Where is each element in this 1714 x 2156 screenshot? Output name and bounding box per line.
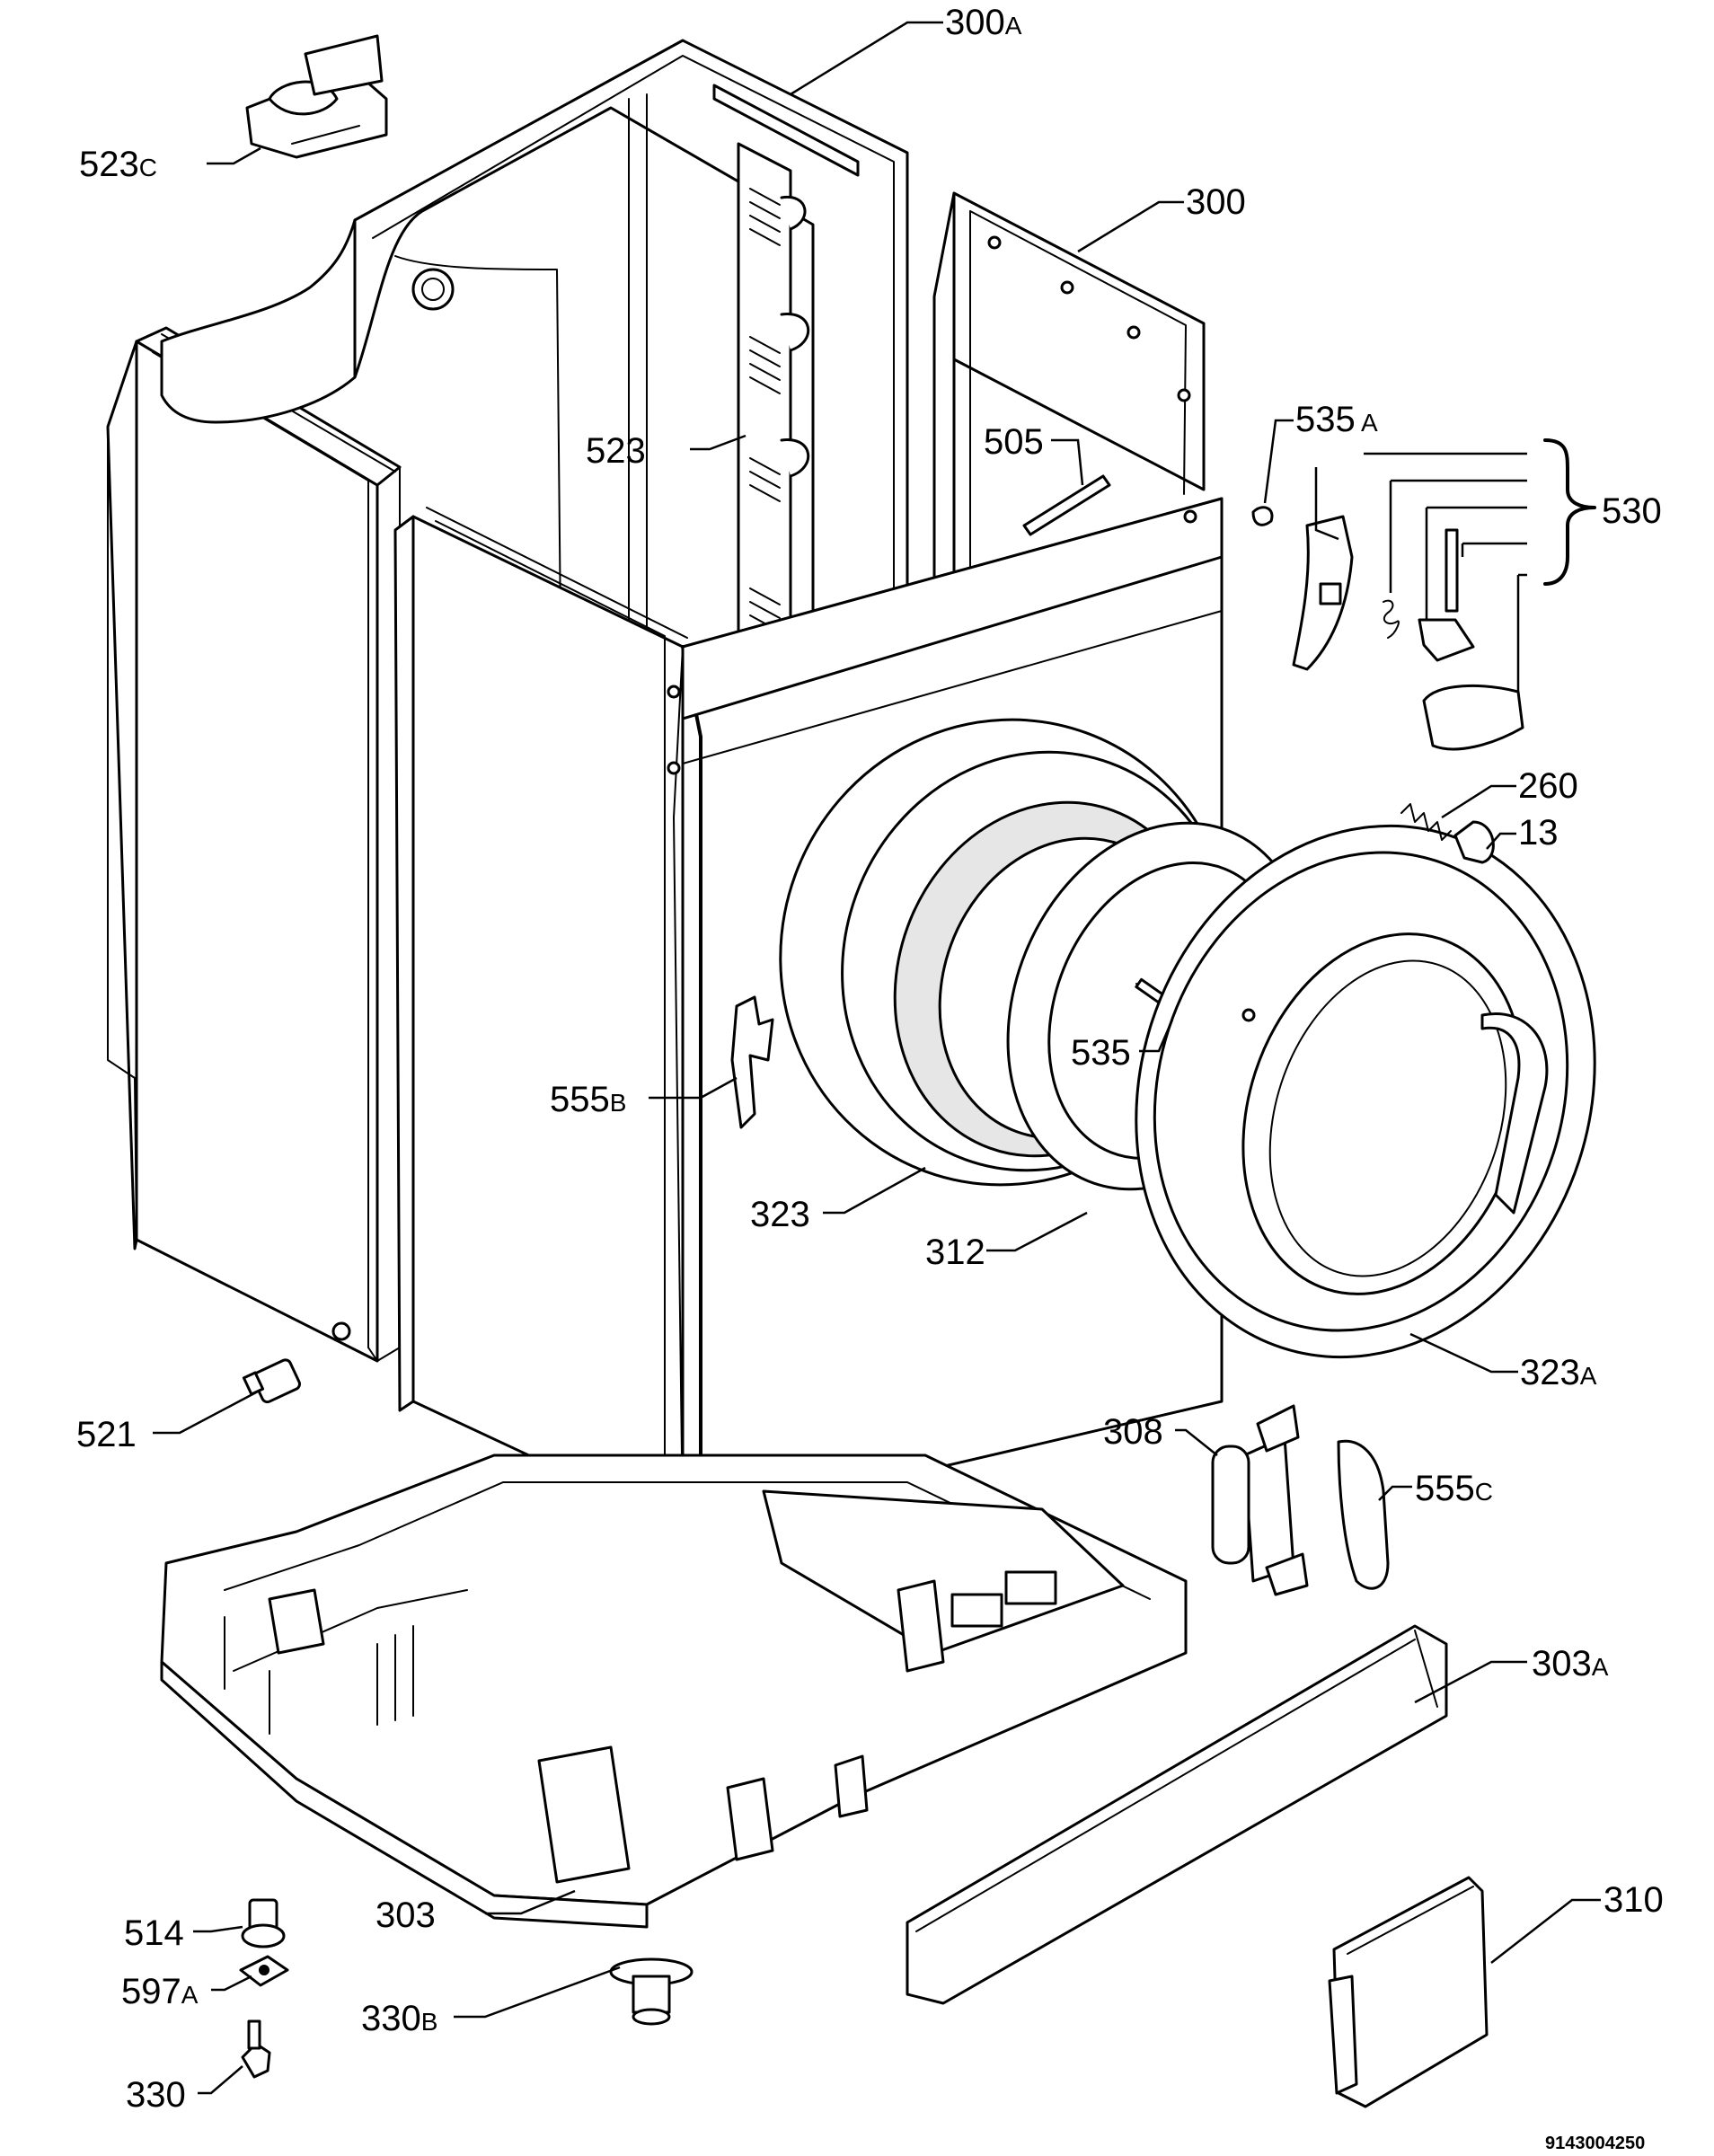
hinge-308 [1211,1404,1309,1596]
foot-330b [609,1957,694,2026]
callout-labels: 300A 523C 300 523 505 535 A 530 260 13 5… [76,3,1664,2153]
rear-frame-300a [160,39,909,720]
callout-310: 310 [1604,1880,1664,1920]
callout-323a: 323A [1520,1353,1597,1392]
callout-303a: 303A [1532,1644,1609,1683]
outer-door-323a [1135,824,1596,1359]
callout-303: 303 [375,1895,436,1935]
kickplate-303a [906,1624,1448,2005]
callout-13: 13 [1518,813,1559,853]
left-side-panel [106,326,402,1363]
leader-lines [153,21,1601,2095]
service-flap-310 [1328,1876,1489,2108]
base-frame-303 [160,1454,1188,1929]
callout-323: 323 [750,1195,810,1234]
spring-260 [1400,803,1452,841]
screw-521 [242,1358,301,1404]
screw-514 [241,1898,286,1948]
callout-514: 514 [124,1913,184,1953]
callout-521: 521 [76,1415,137,1454]
callout-260: 260 [1518,766,1578,806]
callout-523c: 523C [79,145,157,184]
clip-523c [245,34,388,159]
callout-555c: 555C [1415,1469,1493,1508]
foot-330 [241,2019,271,2079]
door-lock-group-530 [1251,438,1596,751]
callout-535: 535 [1071,1033,1131,1073]
nut-597a [239,1955,289,1987]
callout-535a: 535 A [1295,400,1378,439]
callout-505: 505 [984,422,1044,462]
callout-308: 308 [1103,1412,1163,1452]
callout-330: 330 [126,2075,186,2115]
drawing-code: 9143004250 [1545,2134,1645,2153]
callout-530: 530 [1602,491,1662,531]
callout-523: 523 [586,431,646,471]
callout-300a: 300A [945,3,1022,42]
callout-300: 300 [1186,182,1246,222]
hinge-cover-555c [1337,1439,1390,1590]
callout-312: 312 [925,1233,985,1272]
callout-555b: 555B [550,1080,626,1119]
callout-597a: 597A [121,1972,199,2011]
callout-330b: 330B [361,1999,437,2038]
